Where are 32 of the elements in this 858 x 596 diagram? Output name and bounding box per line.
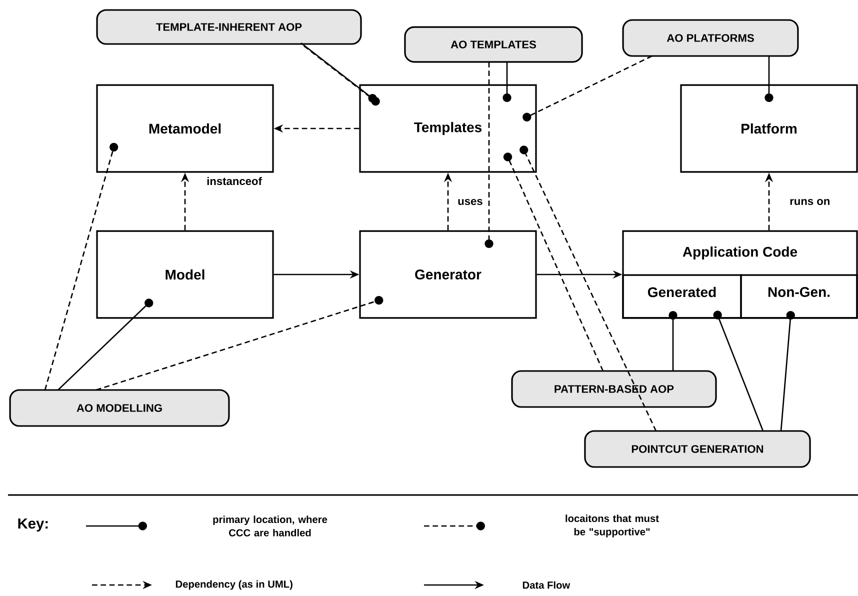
- leader-line: [764, 56, 774, 102]
- leader-line: [502, 62, 512, 102]
- leader-line: [58, 298, 154, 390]
- edge-label: runs on: [788, 198, 832, 206]
- leader-line: [522, 55, 652, 122]
- leader-line: [503, 152, 604, 372]
- leader-line: [44, 142, 118, 390]
- callout-box: AO MODELLING: [9, 389, 230, 427]
- leader-line: [484, 62, 494, 248]
- component-box: Platform: [680, 84, 858, 173]
- legend-text: locaitons that must be "supportive": [566, 514, 659, 538]
- callout-box: POINTCUT GENERATION: [584, 430, 811, 468]
- callout-box: AO PLATFORMS: [622, 19, 799, 57]
- key-label: Key:: [18, 518, 48, 532]
- legend-text: primary location, where CCC are handled: [213, 516, 328, 536]
- leader-line: [713, 310, 764, 432]
- callout-box: TEMPLATE-INHERENT AOP: [96, 9, 362, 45]
- compartment-box: Generated: [622, 274, 742, 319]
- compartment-box: Non-Gen.: [740, 274, 858, 319]
- legend-text: Data Flow: [522, 581, 570, 589]
- edge-label: instanceof: [205, 176, 264, 186]
- component-box: Templates: [359, 84, 537, 173]
- edge-label: uses: [456, 198, 484, 206]
- callout-box: AO TEMPLATES: [404, 26, 583, 63]
- component-box: Generator: [359, 230, 537, 319]
- leader-line: [668, 311, 678, 371]
- leader-line: [520, 146, 657, 432]
- leader-line: [96, 296, 384, 391]
- component-box: Model: [96, 230, 274, 319]
- component-box: Metamodel: [96, 84, 274, 173]
- leader-line: [780, 310, 795, 432]
- legend-text: Dependency (as in UML): [176, 580, 292, 590]
